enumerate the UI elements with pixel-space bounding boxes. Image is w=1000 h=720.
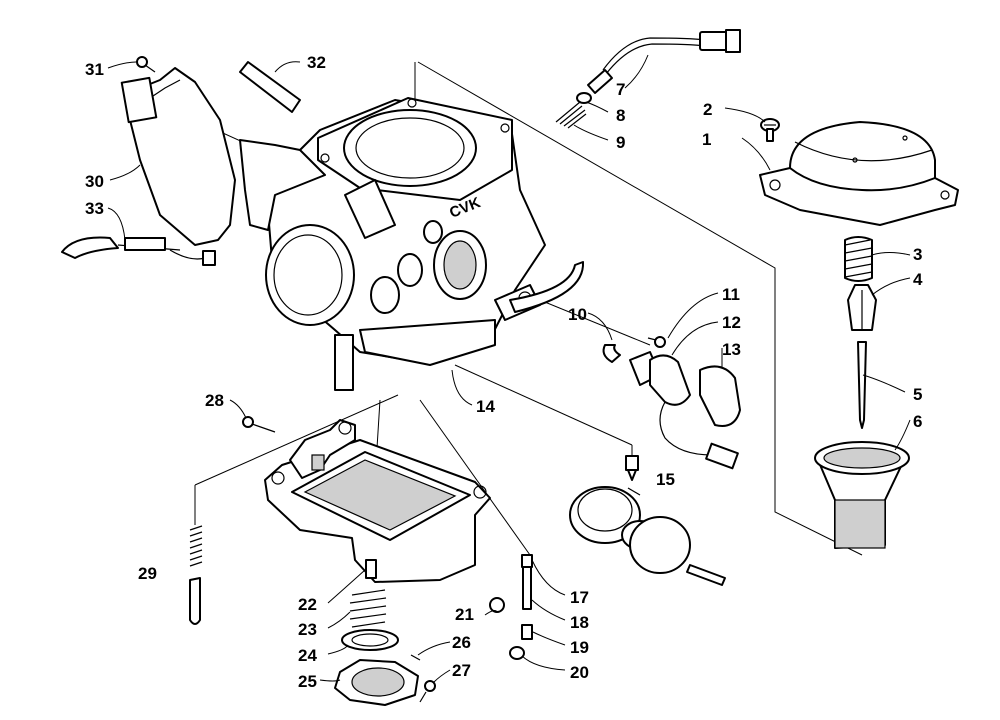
callout-11: 11 (722, 285, 740, 304)
callout-31: 31 (85, 60, 104, 79)
idle-adjust-screw (189, 525, 203, 625)
small-spring (555, 101, 587, 129)
lever-cover (120, 67, 236, 246)
callout-13: 13 (722, 340, 741, 359)
cover-screw (760, 118, 780, 142)
callout-1: 1 (702, 130, 711, 149)
drain-spring (349, 589, 387, 628)
callout-29: 29 (138, 564, 157, 583)
diaphragm-spring (844, 236, 873, 282)
callout-8: 8 (616, 106, 625, 125)
float-valve-needle (625, 455, 641, 496)
callout-14: 14 (476, 397, 495, 416)
float-assembly (569, 486, 726, 586)
callout-30: 30 (85, 172, 104, 191)
callout-25: 25 (298, 672, 317, 691)
pilot-jet (521, 624, 533, 640)
callout-28: 28 (205, 391, 224, 410)
jet-needle (857, 341, 867, 429)
callout-21: 21 (455, 605, 474, 624)
callout-2: 2 (703, 100, 712, 119)
cover-lever-screw (136, 56, 156, 73)
callout-10: 10 (568, 305, 587, 324)
callout-17: 17 (570, 588, 589, 607)
auto-choke-unit (629, 351, 739, 470)
carburetor-body: CVK (239, 97, 546, 391)
top-cover (759, 121, 959, 226)
callout-18: 18 (570, 613, 589, 632)
callout-4: 4 (913, 270, 923, 289)
retaining-clip (602, 344, 621, 363)
bottom-plate (334, 659, 419, 706)
vent-hose (239, 61, 301, 113)
overflow-tube (509, 261, 585, 313)
drain-plug (509, 646, 525, 660)
choke-cable (61, 236, 216, 266)
callout-23: 23 (298, 620, 317, 639)
callout-24: 24 (298, 646, 317, 665)
callout-3: 3 (913, 245, 922, 264)
callout-labels: 1 2 3 4 5 6 7 8 9 10 11 12 13 14 15 17 1… (85, 53, 923, 691)
heater-wire (587, 29, 741, 94)
callout-5: 5 (913, 385, 922, 404)
bowl-pin (410, 654, 421, 661)
callout-7: 7 (616, 80, 625, 99)
callout-9: 9 (616, 133, 625, 152)
callout-15: 15 (656, 470, 675, 489)
callout-20: 20 (570, 663, 589, 682)
callout-leaders (107, 54, 911, 683)
callout-33: 33 (85, 199, 104, 218)
callout-6: 6 (913, 412, 922, 431)
callout-32: 32 (307, 53, 326, 72)
choke-cap (699, 365, 741, 427)
callout-26: 26 (452, 633, 471, 652)
main-jet (365, 559, 377, 579)
needle-jet (521, 554, 533, 610)
vacuum-piston (814, 441, 910, 549)
lever-screw (242, 416, 276, 433)
starter-jet (489, 597, 505, 613)
callout-22: 22 (298, 595, 317, 614)
washer (576, 92, 592, 104)
callout-27: 27 (452, 661, 471, 680)
throttle-lever-bracket (289, 419, 356, 479)
float-bowl (264, 439, 491, 583)
bracket-screw (647, 336, 666, 348)
callout-12: 12 (722, 313, 741, 332)
callout-19: 19 (570, 638, 589, 657)
needle-holder (847, 284, 877, 331)
plate-screw (419, 680, 436, 703)
bowl-o-ring (341, 629, 399, 651)
